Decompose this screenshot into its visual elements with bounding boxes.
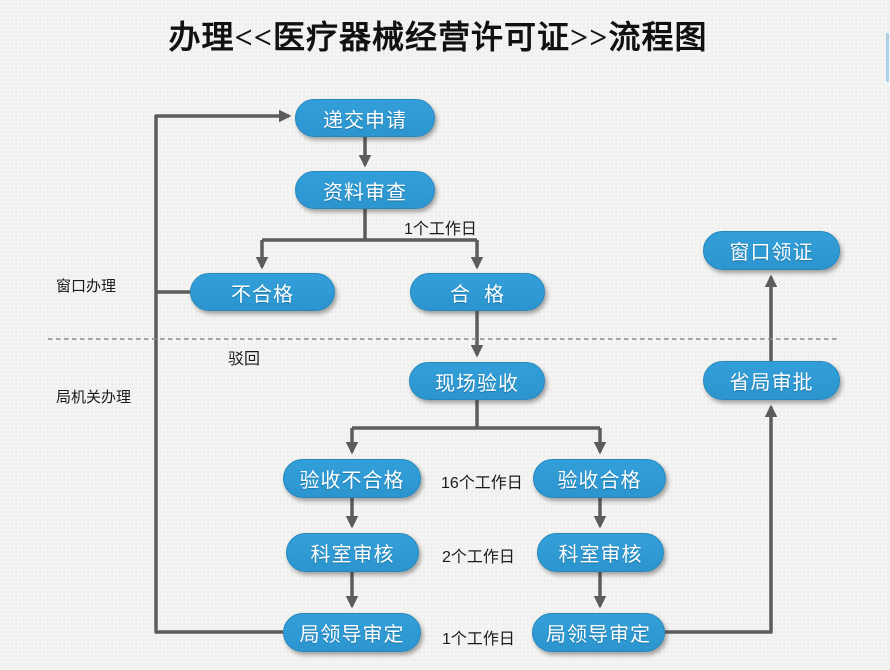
node-submit-application: 递交申请	[295, 99, 435, 137]
node-dept-review-fail-path: 科室审核	[286, 533, 419, 572]
node-site-acceptance: 现场验收	[409, 362, 545, 400]
node-leader-approval-pass-path: 局领导审定	[532, 613, 665, 652]
node-window-certificate: 窗口领证	[703, 231, 840, 270]
lane-label-bureau-processing: 局机关办理	[56, 389, 132, 406]
node-unqualified: 不合格	[190, 273, 335, 311]
label-review-duration: 1个工作日	[404, 221, 477, 238]
right-edge-strip	[886, 33, 889, 82]
label-leader-approval-duration: 1个工作日	[442, 631, 515, 648]
label-acceptance-duration: 16个工作日	[441, 475, 523, 492]
node-acceptance-pass: 验收合格	[533, 459, 666, 498]
node-provincial-approval: 省局审批	[703, 361, 840, 400]
label-dept-review-duration: 2个工作日	[442, 549, 515, 566]
node-acceptance-fail: 验收不合格	[283, 459, 421, 498]
page-title: 办理<<医疗器械经营许可证>>流程图	[168, 19, 708, 55]
node-leader-approval-fail-path: 局领导审定	[283, 613, 421, 652]
edge-feedback-left	[154, 109, 292, 634]
node-qualified: 合 格	[410, 273, 545, 311]
node-document-review: 资料审查	[295, 171, 435, 209]
edge-leader-provincial	[665, 404, 778, 634]
lane-label-window-processing: 窗口办理	[56, 278, 117, 295]
node-dept-review-pass-path: 科室审核	[537, 533, 664, 572]
label-rejected: 驳回	[228, 351, 261, 368]
